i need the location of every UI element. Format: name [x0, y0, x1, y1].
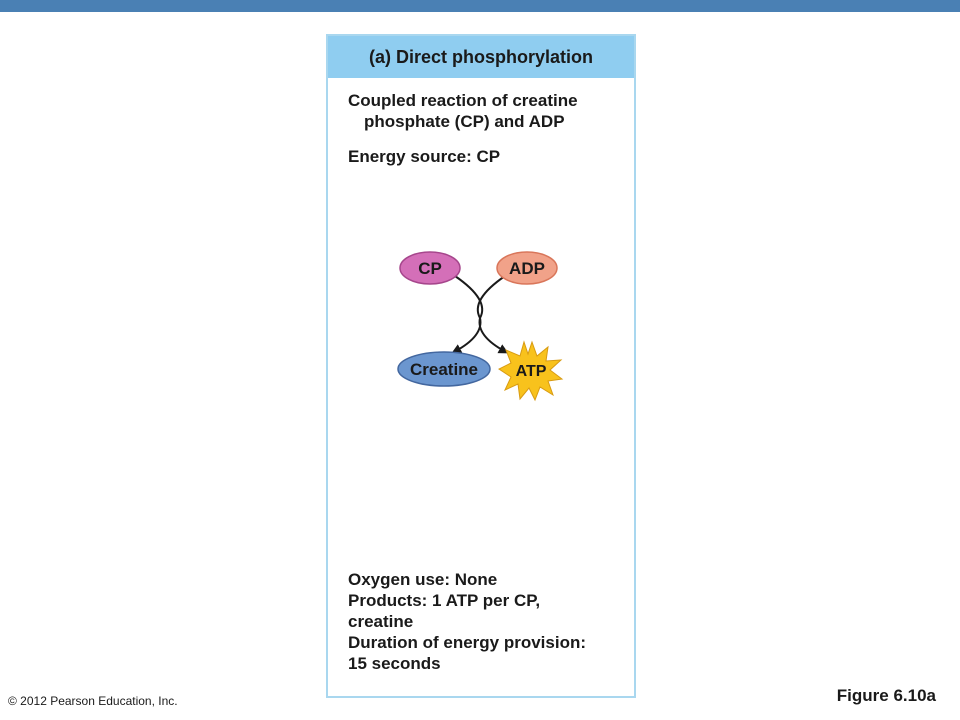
reaction-description-line1: Coupled reaction of creatine — [348, 91, 578, 110]
top-accent-bar — [0, 0, 960, 12]
creatine-molecule: Creatine — [397, 351, 491, 387]
adp-molecule: ADP — [496, 251, 558, 285]
adp-to-creatine-arrow — [451, 275, 506, 354]
cp-to-atp-arrow — [454, 275, 509, 354]
reaction-description-line2: phosphate (CP) and ADP — [364, 112, 565, 131]
adp-label: ADP — [509, 259, 545, 278]
energy-source: Energy source: CP — [348, 147, 501, 166]
atp-label: ATP — [516, 363, 547, 380]
cp-label: CP — [418, 259, 442, 278]
creatine-label: Creatine — [410, 360, 478, 379]
atp-starburst-icon — [498, 340, 564, 402]
reaction-description: Coupled reaction of creatine phosphate (… — [348, 90, 578, 132]
duration-line1: Duration of energy provision: — [348, 633, 587, 652]
summary-block: Oxygen use: None Products: 1 ATP per CP,… — [348, 569, 586, 674]
products-line1: Products: 1 ATP per CP, — [348, 591, 541, 610]
figure-label: Figure 6.10a — [836, 686, 936, 705]
products-line2: creatine — [348, 612, 414, 631]
cp-molecule: CP — [399, 251, 461, 285]
copyright-notice: © 2012 Pearson Education, Inc. — [8, 694, 178, 708]
panel-title: (a) Direct phosphorylation — [328, 36, 634, 78]
atp-molecule: ATP — [498, 340, 564, 402]
oxygen-use: Oxygen use: None — [348, 570, 498, 589]
duration-line2: 15 seconds — [348, 654, 441, 673]
